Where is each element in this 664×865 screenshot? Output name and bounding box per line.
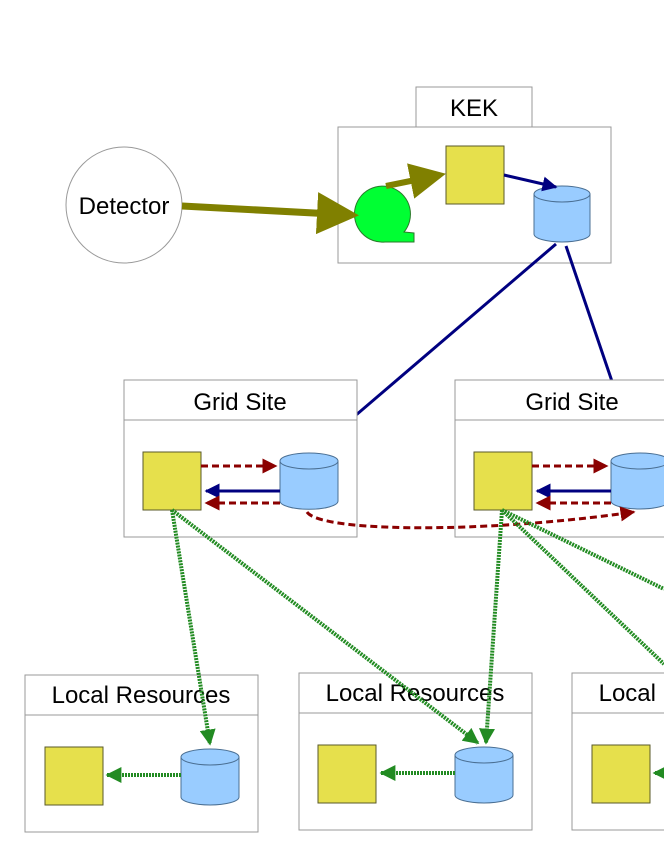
detector-node: Detector — [65, 146, 183, 264]
grid-site-2: Grid Site — [454, 379, 664, 538]
local-resources-2-storage-icon — [454, 746, 514, 804]
grid-site-1-processing-node — [142, 451, 202, 511]
local-resources-1-label: Local Resources — [52, 682, 231, 709]
kek-site: KEK — [337, 86, 612, 264]
local-resources-2-processing-node — [317, 744, 377, 804]
local-resources-1: Local Resources — [24, 674, 259, 833]
local-resources-3-processing-node — [591, 744, 651, 804]
grid-1-to-local-1-arrow — [170, 509, 216, 746]
local-resources-1-header — [24, 674, 259, 716]
local-resources-3-header — [571, 672, 664, 714]
grid-site-2-storage-icon — [610, 452, 664, 510]
distribution-arrows — [170, 508, 664, 746]
kek-label: KEK — [450, 95, 498, 122]
grid-site-1-storage-icon — [279, 452, 339, 510]
grid-site-1-header — [123, 379, 358, 421]
grid-site-2-label: Grid Site — [525, 389, 618, 416]
raw-data-arrow — [181, 192, 359, 235]
local-resources-3-label: Local Resources — [599, 680, 664, 707]
local-resources-1-storage-icon — [180, 748, 240, 806]
kek-tab — [415, 86, 533, 128]
grid-site-1: Grid Site — [123, 379, 358, 538]
kek-storage-icon — [533, 185, 591, 243]
daq-pump-icon — [354, 185, 415, 243]
kek-processing-node — [445, 145, 505, 205]
grid-1-to-local-2-arrow — [170, 508, 480, 745]
inter-site-replication-arrow — [305, 506, 636, 530]
grid-2-to-local-3b-arrow — [500, 508, 664, 666]
detector-label: Detector — [79, 193, 170, 220]
grid-site-2-processing-node — [473, 451, 533, 511]
local-resources-1-processing-node — [44, 746, 104, 806]
daq-to-processing-arrow — [385, 163, 446, 199]
grid-2-to-local-3a-arrow — [501, 508, 664, 591]
grid-site-1-label: Grid Site — [193, 389, 286, 416]
processing-to-storage-arrow — [503, 173, 558, 192]
local-resources-3: Local Resources — [571, 672, 664, 831]
